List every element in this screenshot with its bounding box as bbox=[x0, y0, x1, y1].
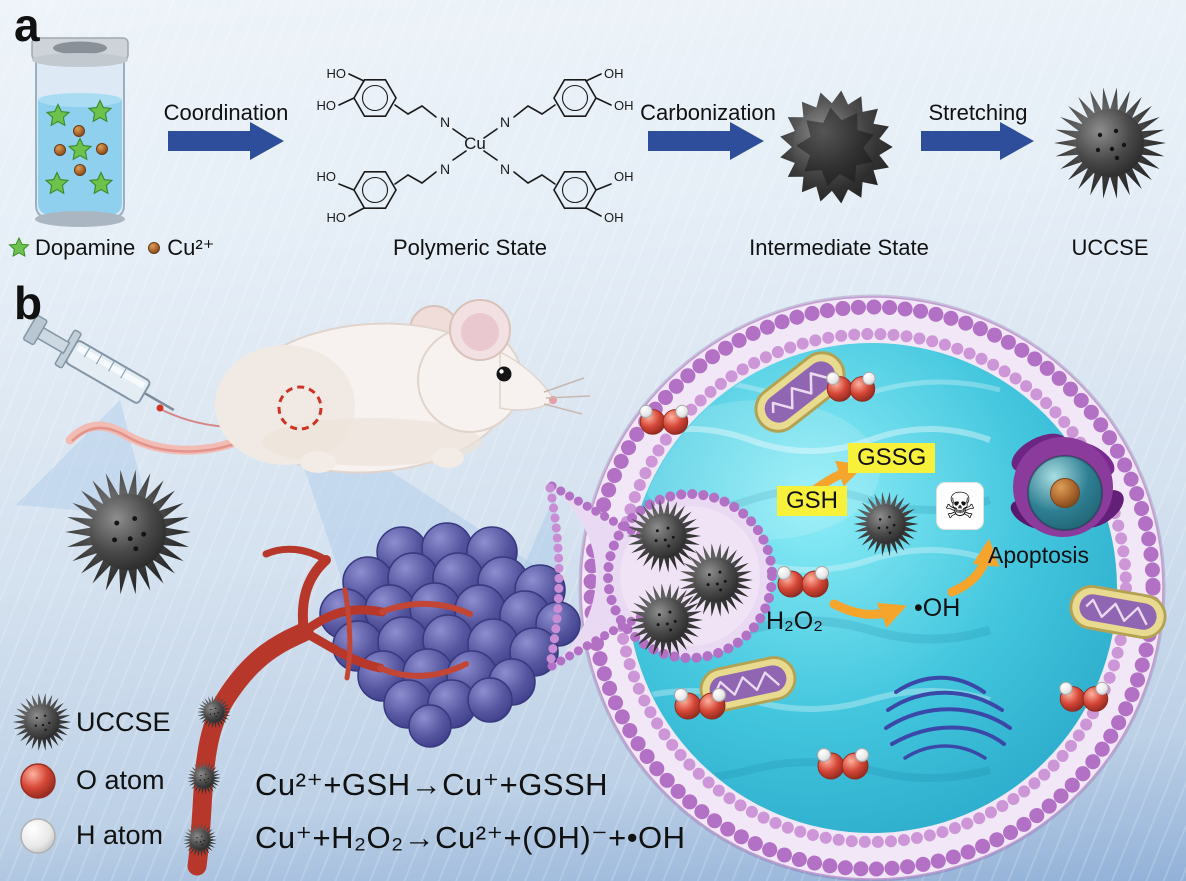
intermediate-particle-icon bbox=[780, 90, 893, 204]
hydroxyl-label: HO bbox=[327, 210, 347, 225]
hydroxyl-label: OH bbox=[604, 210, 624, 225]
endocytosis-cup bbox=[545, 481, 777, 671]
coordination-label: Coordination bbox=[163, 100, 289, 125]
copper-ion-icon bbox=[73, 125, 85, 137]
coordination-arrow-icon bbox=[168, 122, 284, 160]
h2o2-label: H₂O₂ bbox=[766, 607, 823, 635]
hydroxyl-label: OH bbox=[614, 169, 634, 184]
uccse-state-label: UCCSE bbox=[1071, 235, 1149, 260]
nitrogen-label: N bbox=[500, 161, 510, 177]
skull-icon: ☠ bbox=[936, 482, 984, 530]
copper-legend-label: Cu²⁺ bbox=[167, 235, 215, 260]
panel-a-legend: Dopamine Cu²⁺ bbox=[8, 235, 215, 260]
blood-vessel bbox=[187, 545, 331, 876]
legend-uccse-label: UCCSE bbox=[76, 707, 171, 737]
nitrogen-label: N bbox=[440, 161, 450, 177]
dopamine-legend-icon bbox=[9, 237, 29, 257]
uccse-particle-icon bbox=[1054, 87, 1166, 199]
apoptosis-label: Apoptosis bbox=[988, 542, 1090, 568]
legend-o-atom-label: O atom bbox=[76, 765, 165, 795]
panel-a-label: a bbox=[14, 0, 40, 51]
copper-ion-icon bbox=[74, 164, 86, 176]
gssg-label: GSSG bbox=[848, 443, 936, 474]
panel-a-graphics: Cu N N N N HO HO OH OH bbox=[31, 37, 1166, 227]
copper-legend-icon bbox=[148, 242, 161, 255]
hydroxyl-label: HO bbox=[317, 169, 337, 184]
syringe bbox=[23, 314, 175, 412]
mouse-eye bbox=[496, 366, 512, 382]
intermediate-state-label: Intermediate State bbox=[749, 235, 929, 260]
mouse-whiskers bbox=[543, 377, 591, 415]
hydroxyl-radical-label: •OH bbox=[914, 594, 961, 622]
legend-h-atom-icon bbox=[20, 818, 56, 854]
cytoplasm bbox=[627, 343, 1117, 833]
carbonization-label: Carbonization bbox=[640, 100, 776, 125]
nucleolus bbox=[1050, 478, 1080, 508]
metal-label: Cu bbox=[464, 134, 486, 153]
stretching-label: Stretching bbox=[928, 100, 1028, 125]
tumor-vessels bbox=[299, 587, 473, 681]
dopamine-legend-label: Dopamine bbox=[35, 235, 136, 260]
equation-2: Cu⁺+H₂O₂→Cu²⁺+(OH)⁻+•OH bbox=[255, 820, 686, 855]
hydroxyl-label: OH bbox=[614, 98, 634, 113]
equation-1: Cu²⁺+GSH→Cu⁺+GSSH bbox=[255, 767, 609, 802]
mouse bbox=[65, 299, 591, 474]
hydroxyl-label: OH bbox=[604, 66, 624, 81]
copper-ion-icon bbox=[96, 143, 108, 155]
polymeric-state-label: Polymeric State bbox=[392, 235, 548, 260]
cancer-cell bbox=[545, 294, 1170, 881]
legend-h-atom-label: H atom bbox=[76, 820, 164, 850]
gsh-label: GSH bbox=[777, 486, 848, 517]
precursor-vial bbox=[31, 37, 129, 227]
tumor bbox=[319, 522, 581, 748]
membrane-outer-beads bbox=[583, 299, 1161, 877]
legend-o-atom-icon bbox=[20, 763, 56, 799]
h2o2-to-oh-arrow bbox=[829, 599, 907, 628]
stretching-arrow-icon bbox=[921, 122, 1034, 160]
cu-complex-structure: Cu N N N N HO HO OH OH bbox=[317, 66, 634, 225]
carbonization-arrow-icon bbox=[648, 122, 764, 160]
panel-b-label: b bbox=[14, 277, 43, 329]
nitrogen-label: N bbox=[440, 114, 450, 130]
injection-site-circle bbox=[277, 385, 323, 431]
copper-ion-icon bbox=[54, 144, 66, 156]
legend-uccse-icon bbox=[12, 693, 72, 751]
syringe-needle bbox=[142, 390, 175, 412]
nucleus bbox=[1010, 433, 1124, 537]
oh-to-apoptosis-arrow bbox=[947, 538, 1000, 597]
hydroxyl-label: HO bbox=[317, 98, 337, 113]
nitrogen-label: N bbox=[500, 114, 510, 130]
tail-vessel bbox=[71, 426, 259, 453]
panel-b-graphics bbox=[12, 294, 1170, 881]
hydroxyl-label: HO bbox=[327, 66, 347, 81]
endoplasmic-reticulum bbox=[884, 675, 1012, 760]
